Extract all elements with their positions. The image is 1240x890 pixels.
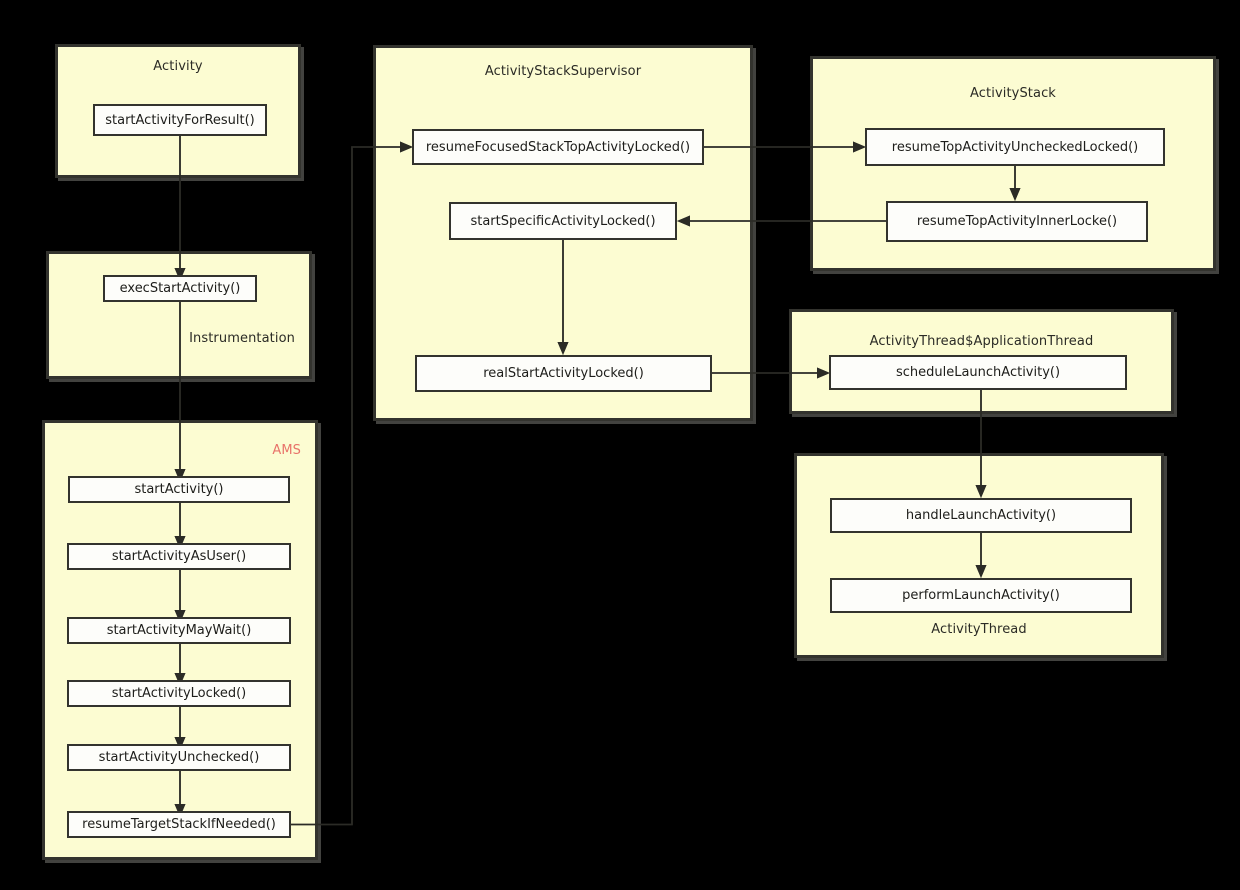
node-resume-target-stack-if-needed[interactable]: resumeTargetStackIfNeeded() bbox=[67, 811, 291, 838]
package-title-instrumentation: Instrumentation bbox=[189, 331, 295, 346]
node-perform-launch-activity[interactable]: performLaunchActivity() bbox=[830, 578, 1132, 613]
package-title-activity: Activity bbox=[153, 59, 203, 74]
node-start-activity-locked[interactable]: startActivityLocked() bbox=[67, 680, 291, 707]
package-title-activity-thread: ActivityThread bbox=[931, 622, 1027, 637]
package-title-activity-stack: ActivityStack bbox=[970, 86, 1056, 101]
node-resume-top-activity-inner-locke[interactable]: resumeTopActivityInnerLocke() bbox=[886, 201, 1148, 242]
package-title-application-thread: ActivityThread$ApplicationThread bbox=[869, 334, 1094, 349]
node-start-activity-as-user[interactable]: startActivityAsUser() bbox=[67, 543, 291, 570]
node-start-specific-activity-locked[interactable]: startSpecificActivityLocked() bbox=[449, 202, 677, 240]
node-real-start-activity-locked[interactable]: realStartActivityLocked() bbox=[415, 355, 712, 392]
package-instrumentation: Instrumentation bbox=[46, 251, 312, 379]
node-resume-top-activity-unchecked-locked[interactable]: resumeTopActivityUncheckedLocked() bbox=[865, 128, 1165, 166]
node-handle-launch-activity[interactable]: handleLaunchActivity() bbox=[830, 498, 1132, 533]
node-schedule-launch-activity[interactable]: scheduleLaunchActivity() bbox=[829, 355, 1127, 390]
node-exec-start-activity[interactable]: execStartActivity() bbox=[103, 275, 257, 302]
package-title-activity-stack-supervisor: ActivityStackSupervisor bbox=[484, 64, 642, 79]
node-start-activity-unchecked[interactable]: startActivityUnchecked() bbox=[67, 744, 291, 771]
package-activity-thread: ActivityThread bbox=[794, 453, 1164, 658]
node-resume-focused-stack-top-activity-locked[interactable]: resumeFocusedStackTopActivityLocked() bbox=[412, 129, 704, 165]
node-start-activity-may-wait[interactable]: startActivityMayWait() bbox=[67, 617, 291, 644]
node-start-activity[interactable]: startActivity() bbox=[68, 476, 290, 503]
package-title-ams: AMS bbox=[272, 443, 301, 458]
node-start-activity-for-result[interactable]: startActivityForResult() bbox=[93, 104, 267, 136]
